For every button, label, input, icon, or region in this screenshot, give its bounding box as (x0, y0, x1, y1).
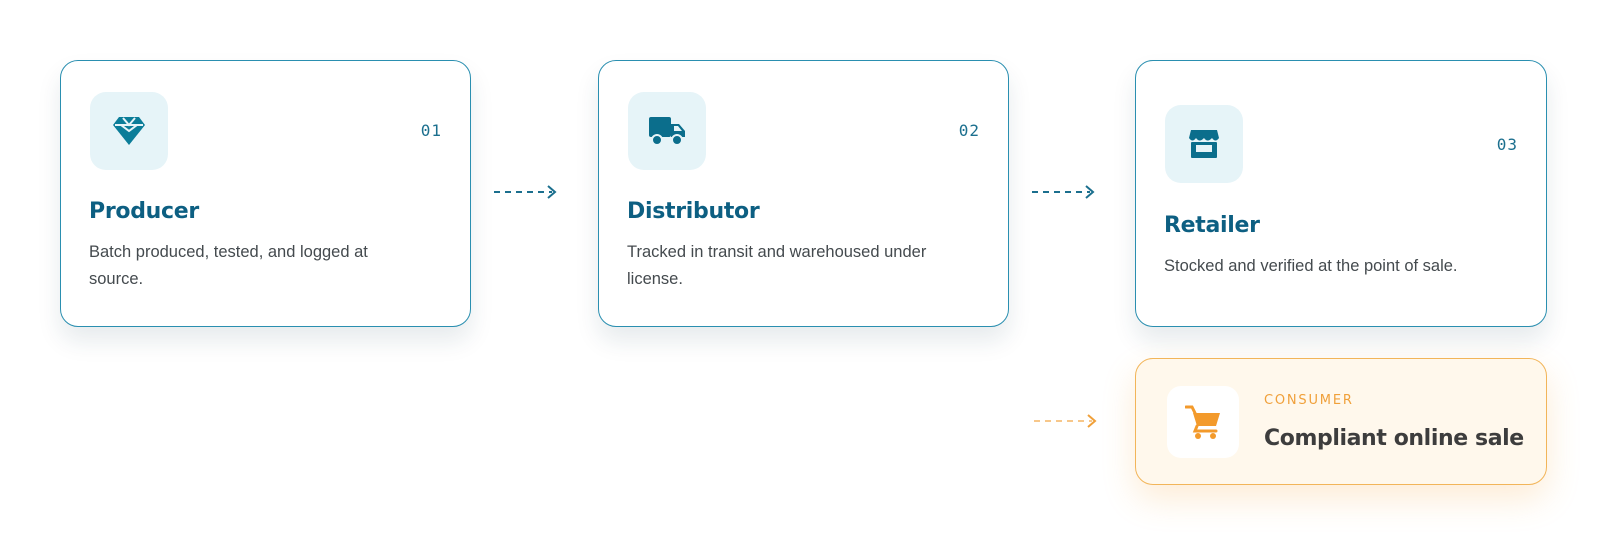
step-title: Distributor (627, 199, 760, 224)
gem-icon (113, 117, 145, 145)
cart-icon (1185, 405, 1220, 439)
consumer-title: Compliant online sale (1264, 426, 1524, 451)
step-number: 01 (420, 121, 442, 140)
step-card-distributor: 02 Distributor Tracked in transit and wa… (598, 60, 1009, 327)
step-title: Producer (89, 199, 199, 224)
flow-arrow-1 (494, 185, 557, 199)
store-icon (1189, 130, 1219, 158)
truck-icon-tile (628, 92, 706, 170)
gem-icon-tile (90, 92, 168, 170)
step-description: Stocked and verified at the point of sal… (1164, 257, 1458, 275)
store-icon-tile (1165, 105, 1243, 183)
flow-arrow-2 (1032, 185, 1095, 199)
step-card-retailer: 03 Retailer Stocked and verified at the … (1135, 60, 1547, 327)
step-number: 02 (958, 121, 980, 140)
step-number: 03 (1496, 135, 1518, 154)
cart-icon-tile (1167, 386, 1239, 458)
step-card-producer: 01 Producer Batch produced, tested, and … (60, 60, 471, 327)
step-description: Batch produced, tested, and logged at so… (89, 243, 368, 288)
truck-icon (649, 117, 685, 146)
flow-arrow-consumer (1034, 414, 1097, 428)
consumer-label: CONSUMER (1264, 393, 1354, 408)
step-description: Tracked in transit and warehoused under … (627, 243, 927, 288)
step-title: Retailer (1164, 213, 1260, 238)
consumer-card: CONSUMER Compliant online sale (1135, 358, 1547, 485)
